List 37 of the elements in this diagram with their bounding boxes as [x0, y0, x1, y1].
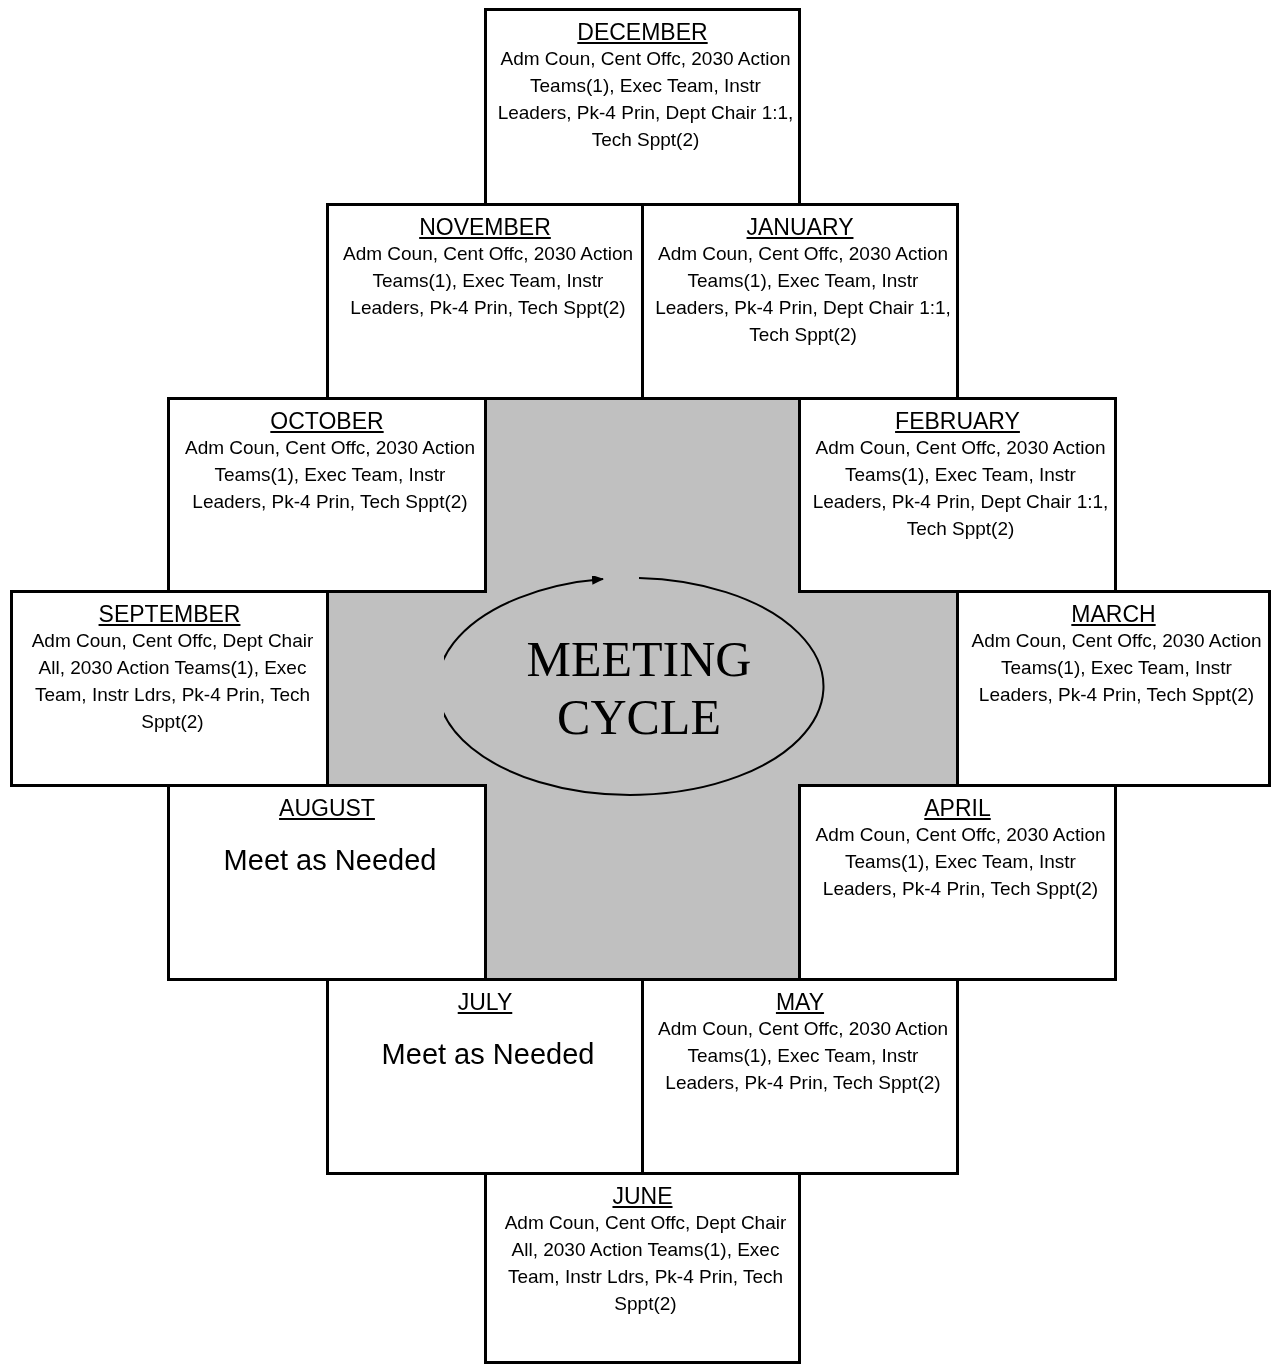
month-heading: AUGUST: [279, 795, 375, 821]
month-box: [484, 8, 801, 206]
attendee-list: Adm Coun, Cent Offc, 2030 Action Teams(1), Exec Team, Instr Leaders, Pk-4 Prin, Tech Sppt(2): [180, 434, 480, 515]
attendee-list: Adm Coun, Cent Offc, 2030 Action Teams(1), Exec Team, Instr Leaders, Pk-4 Prin, Tech Sppt(2): [969, 627, 1264, 708]
month-heading: OCTOBER: [270, 408, 384, 434]
month-heading: NOVEMBER: [419, 214, 551, 240]
month-heading: DECEMBER: [577, 19, 708, 45]
month-box: [956, 590, 1271, 787]
attendee-list: Adm Coun, Cent Offc, 2030 Action Teams(1), Exec Team, Instr Leaders, Pk-4 Prin, Dept Chair 1:1, Tech Sppt(2): [654, 240, 952, 348]
attendee-list: Adm Coun, Cent Offc, 2030 Action Teams(1), Exec Team, Instr Leaders, Pk-4 Prin, Dept Chair 1:1, Tech Sppt(2): [497, 45, 794, 153]
attendee-list: Meet as Needed: [339, 1037, 637, 1071]
month-heading: APRIL: [924, 795, 991, 821]
month-box: [167, 784, 487, 981]
month-heading: JULY: [457, 989, 513, 1015]
attendee-list: Adm Coun, Cent Offc, Dept Chair All, 2030 Action Teams(1), Exec Team, Instr Ldrs, Pk-4 Prin, Tech Sppt(2): [23, 627, 322, 735]
month-heading: JANUARY: [746, 214, 854, 240]
month-heading: JUNE: [612, 1183, 673, 1209]
month-heading: SEPTEMBER: [98, 601, 241, 627]
month-box: [641, 203, 959, 400]
month-heading: MAY: [775, 989, 825, 1015]
month-box: [10, 590, 329, 787]
month-box: [798, 784, 1117, 981]
month-box: [798, 397, 1117, 593]
month-box: [167, 397, 487, 593]
attendee-list: Adm Coun, Cent Offc, 2030 Action Teams(1), Exec Team, Instr Leaders, Pk-4 Prin, Tech Sppt(2): [654, 1015, 952, 1096]
month-box: [326, 978, 644, 1175]
month-box: [484, 1172, 801, 1364]
cycle-title: MEETING CYCLE: [525, 630, 753, 746]
attendee-list: Adm Coun, Cent Offc, 2030 Action Teams(1), Exec Team, Instr Leaders, Pk-4 Prin, Tech Sppt(2): [811, 821, 1110, 902]
attendee-list: Adm Coun, Cent Offc, 2030 Action Teams(1), Exec Team, Instr Leaders, Pk-4 Prin, Tech Sppt(2): [339, 240, 637, 321]
month-heading: FEBRUARY: [895, 408, 1020, 434]
month-heading: MARCH: [1071, 601, 1156, 627]
attendee-list: Adm Coun, Cent Offc, Dept Chair All, 2030 Action Teams(1), Exec Team, Instr Ldrs, Pk-4 Prin, Tech Sppt(2): [497, 1209, 794, 1317]
month-box: [326, 203, 644, 400]
attendee-list: Meet as Needed: [180, 843, 480, 877]
month-box: [641, 978, 959, 1175]
attendee-list: Adm Coun, Cent Offc, 2030 Action Teams(1), Exec Team, Instr Leaders, Pk-4 Prin, Dept Chair 1:1, Tech Sppt(2): [811, 434, 1110, 542]
